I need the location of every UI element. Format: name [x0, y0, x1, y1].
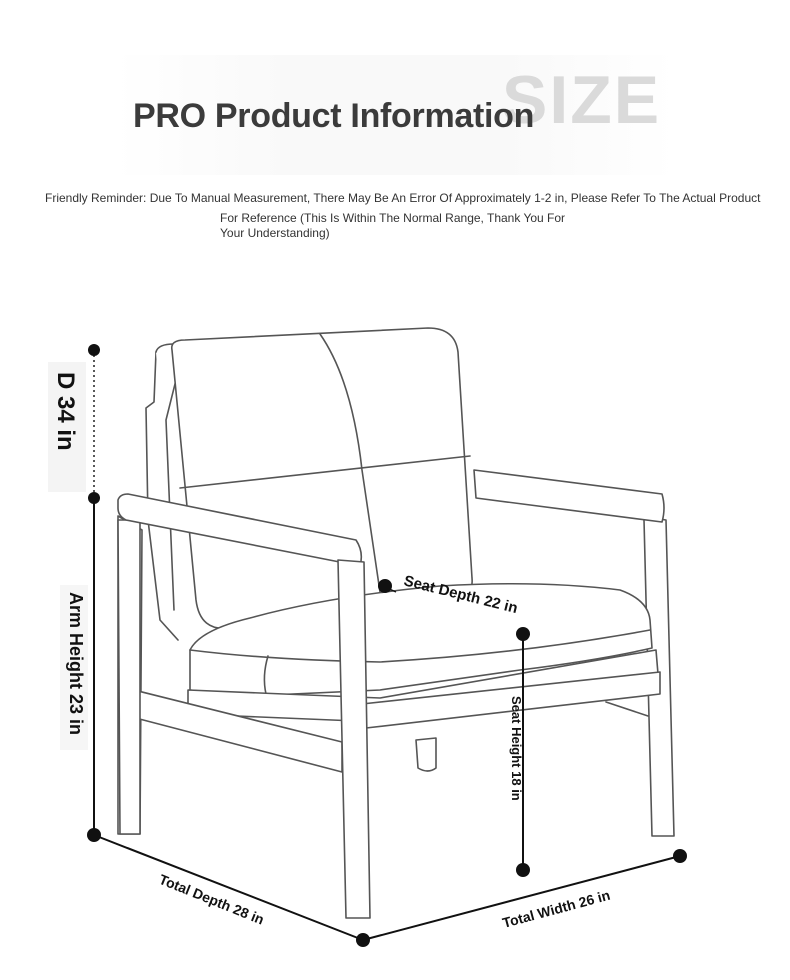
total-width-line — [362, 855, 681, 941]
back-frame-rear — [145, 351, 179, 641]
total-depth-line — [93, 834, 364, 941]
dimension-endpoints — [87, 344, 687, 947]
arm-height-label-backdrop — [60, 585, 88, 750]
total-width-label: Total Width 26 in — [501, 887, 612, 931]
front-left-leg — [117, 519, 141, 835]
total-height-label: D 34 in — [52, 372, 79, 451]
arm-height-label: Arm Height 23 in — [66, 592, 86, 735]
seat-depth-dot — [378, 579, 392, 593]
seat-floor-dot — [516, 863, 530, 877]
floor-front-dot — [356, 933, 370, 947]
height-top-dot — [88, 344, 100, 356]
front-right-leg — [337, 559, 371, 919]
back-cushion-seam-horizontal — [179, 455, 471, 489]
right-armrest — [473, 469, 665, 523]
seat-top-dot — [516, 627, 530, 641]
floor-right-dot — [673, 849, 687, 863]
size-background-word: SIZE — [502, 62, 662, 138]
title-band — [115, 55, 675, 175]
back-cushion — [170, 327, 473, 630]
right-side-stretcher — [605, 701, 649, 717]
reminder-line-1: Friendly Reminder: Due To Manual Measure… — [45, 191, 761, 205]
page-title: PRO Product Information — [133, 97, 535, 135]
seat-cushion-left-seam — [263, 655, 269, 695]
reminder-line-2: For Reference (This Is Within The Normal… — [220, 211, 566, 225]
arm-top-dot — [88, 492, 100, 504]
support-peg — [415, 737, 437, 772]
dimension-lines — [93, 350, 681, 941]
back-cushion-seam-vertical — [319, 333, 381, 593]
seat-height-label: Seat Height 18 in — [509, 696, 524, 801]
total-depth-label: Total Depth 28 in — [157, 871, 267, 928]
seat-cushion-front — [189, 629, 651, 663]
floor-rear-left-dot — [87, 828, 101, 842]
seat-cushion — [189, 582, 653, 697]
height-label-backdrop — [48, 362, 86, 492]
chair-illustration — [117, 327, 675, 919]
left-armrest — [117, 493, 363, 567]
reminder-line-3: Your Understanding) — [220, 226, 330, 240]
